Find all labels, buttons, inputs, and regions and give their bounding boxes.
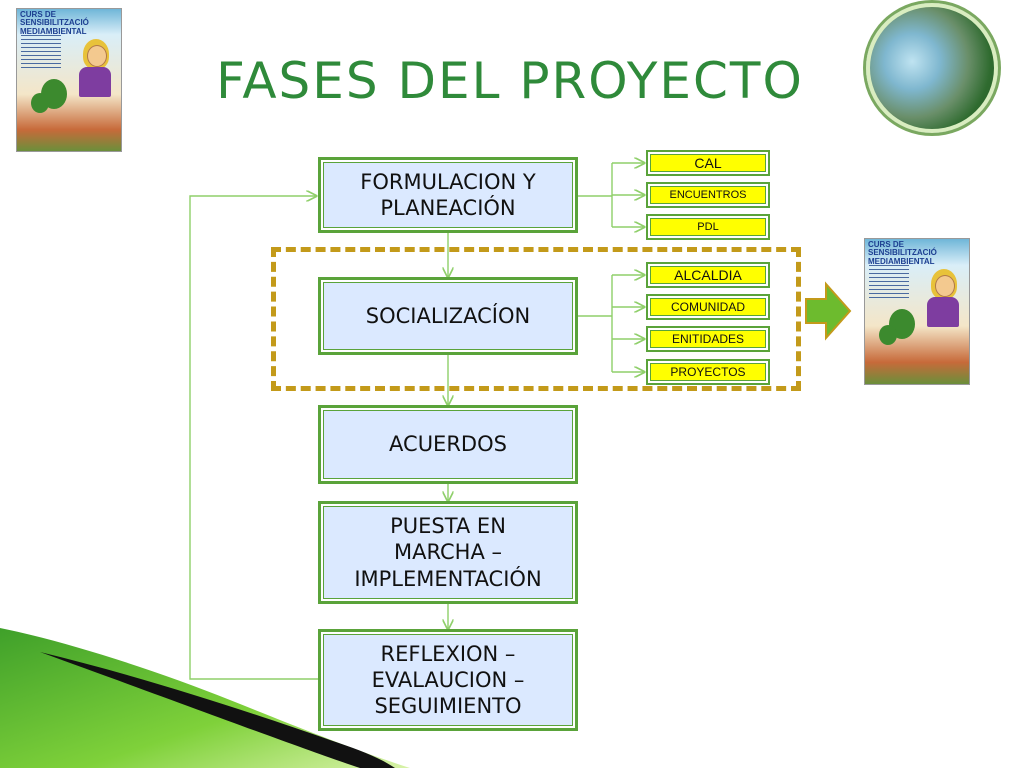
- box-alcaldia: ALCALDIA: [646, 262, 770, 288]
- box-proyectos-label: PROYECTOS: [670, 365, 746, 379]
- poster-face-right: [935, 275, 955, 297]
- box-cal-label: CAL: [694, 155, 722, 171]
- phase-implementacion: PUESTA EN MARCHA – IMPLEMENTACIÓN: [318, 501, 578, 604]
- phase-formulacion: FORMULACION Y PLANEACIÓN: [318, 157, 578, 233]
- box-cal: CAL: [646, 150, 770, 176]
- branch-socializacion: [578, 275, 644, 372]
- socializacion-dashed-group: [271, 247, 801, 391]
- poster-face: [87, 45, 107, 67]
- poster-plant-2: [31, 93, 49, 113]
- box-proyectos: PROYECTOS: [646, 359, 770, 385]
- big-green-arrow: [805, 281, 852, 341]
- poster-plant-right-2: [879, 325, 897, 345]
- box-encuentros-label: ENCUENTROS: [669, 189, 747, 201]
- phase-socializacion: SOCIALIZACÍON: [318, 277, 578, 355]
- branch-formulacion: [578, 163, 644, 227]
- poster-image-top-left: CURS DE SENSIBILITZACIÓ MEDIAMBIENTAL: [16, 8, 122, 152]
- poster-image-right: CURS DE SENSIBILITZACIÓ MEDIAMBIENTAL: [864, 238, 970, 385]
- poster-title-right: CURS DE SENSIBILITZACIÓ MEDIAMBIENTAL: [868, 240, 937, 266]
- poster-text-lines: [21, 35, 61, 71]
- box-encuentros: ENCUENTROS: [646, 182, 770, 208]
- poster-text-lines-right: [869, 265, 909, 301]
- poster-shirt-right: [927, 297, 959, 327]
- phase-reflexion: REFLEXION – EVALAUCION – SEGUIMIENTO: [318, 629, 578, 731]
- box-enitidades-label: ENITIDADES: [671, 332, 744, 346]
- box-enitidades: ENITIDADES: [646, 326, 770, 352]
- box-pdl-label: PDL: [697, 221, 719, 233]
- poster-shirt: [79, 67, 111, 97]
- feedback-loop: [189, 196, 318, 680]
- box-pdl: PDL: [646, 214, 770, 240]
- box-alcaldia-label: ALCALDIA: [674, 267, 742, 283]
- box-comunidad: COMUNIDAD: [646, 294, 770, 320]
- landscape-globe-image: [866, 3, 998, 133]
- corner-swoosh-black: [40, 652, 395, 768]
- poster-title: CURS DE SENSIBILITZACIÓ MEDIAMBIENTAL: [20, 10, 89, 36]
- phase-acuerdos: ACUERDOS: [318, 405, 578, 484]
- box-comunidad-label: COMUNIDAD: [671, 300, 745, 314]
- slide-title: FASES DEL PROYECTO: [216, 52, 804, 110]
